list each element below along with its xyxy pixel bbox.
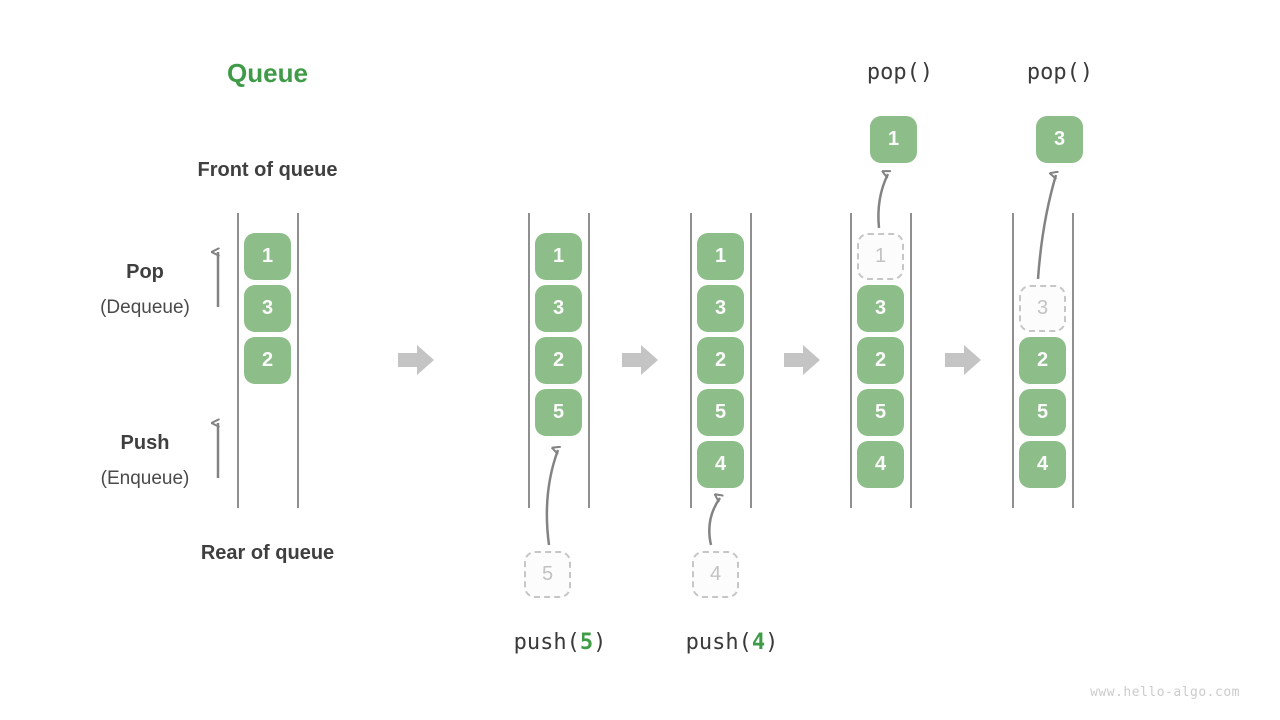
queue-item: 5 bbox=[1019, 389, 1066, 436]
queue-item: 1 bbox=[244, 233, 291, 280]
push-call-label-5: push(5) bbox=[500, 630, 620, 655]
queue-rail bbox=[750, 213, 752, 508]
queue-rail bbox=[910, 213, 912, 508]
queue-item: 2 bbox=[244, 337, 291, 384]
pop-label: Pop bbox=[126, 261, 164, 283]
queue-item: 4 bbox=[857, 441, 904, 488]
queue-item: 2 bbox=[697, 337, 744, 384]
page-title: Queue bbox=[227, 58, 308, 88]
queue-rail bbox=[588, 213, 590, 508]
queue-rail bbox=[237, 213, 239, 508]
push-fn-text: push( bbox=[685, 630, 752, 655]
queue-item: 1 bbox=[535, 233, 582, 280]
queue-item: 3 bbox=[697, 285, 744, 332]
queue-item: 1 bbox=[697, 233, 744, 280]
watermark: www.hello-algo.com bbox=[1090, 685, 1240, 700]
queue-state-1: 1 3 2 bbox=[237, 213, 299, 508]
flow-arrow-icon bbox=[945, 345, 981, 375]
pending-push-item-5: 5 bbox=[524, 551, 571, 598]
queue-state-3: 1 3 2 5 4 bbox=[690, 213, 752, 508]
queue-rail bbox=[850, 213, 852, 508]
queue-rail bbox=[297, 213, 299, 508]
front-of-queue-label: Front of queue bbox=[197, 159, 338, 181]
queue-item: 5 bbox=[857, 389, 904, 436]
push-close-text: ) bbox=[765, 630, 779, 655]
pop-call-label-1: pop() bbox=[866, 60, 934, 85]
queue-item: 2 bbox=[535, 337, 582, 384]
dequeue-label: (Dequeue) bbox=[100, 297, 190, 318]
push-call-label-4: push(4) bbox=[672, 630, 792, 655]
pop-call-label-2: pop() bbox=[1026, 60, 1094, 85]
push-arg-5: 5 bbox=[579, 630, 594, 655]
queue-rail bbox=[528, 213, 530, 508]
push-arg-4: 4 bbox=[751, 630, 766, 655]
queue-item-ghost: 3 bbox=[1019, 285, 1066, 332]
queue-rail bbox=[1012, 213, 1014, 508]
push-label: Push bbox=[120, 432, 170, 454]
queue-rail bbox=[1072, 213, 1074, 508]
queue-item: 5 bbox=[535, 389, 582, 436]
queue-item: 2 bbox=[857, 337, 904, 384]
queue-item: 4 bbox=[697, 441, 744, 488]
queue-item: 3 bbox=[535, 285, 582, 332]
push-close-text: ) bbox=[593, 630, 607, 655]
rear-of-queue-label: Rear of queue bbox=[200, 542, 335, 564]
pending-push-item-4: 4 bbox=[692, 551, 739, 598]
enqueue-label: (Enqueue) bbox=[100, 468, 190, 489]
queue-item: 2 bbox=[1019, 337, 1066, 384]
push-fn-text: push( bbox=[513, 630, 580, 655]
flow-arrow-icon bbox=[784, 345, 820, 375]
queue-rail bbox=[690, 213, 692, 508]
queue-state-4: 1 3 2 5 4 bbox=[850, 213, 912, 508]
queue-item-ghost: 1 bbox=[857, 233, 904, 280]
popped-item-1: 1 bbox=[870, 116, 917, 163]
flow-arrow-icon bbox=[622, 345, 658, 375]
queue-state-5: 3 2 5 4 bbox=[1012, 213, 1074, 508]
queue-state-2: 1 3 2 5 bbox=[528, 213, 590, 508]
popped-item-3: 3 bbox=[1036, 116, 1083, 163]
queue-item: 3 bbox=[244, 285, 291, 332]
queue-item: 5 bbox=[697, 389, 744, 436]
queue-item: 3 bbox=[857, 285, 904, 332]
queue-item: 4 bbox=[1019, 441, 1066, 488]
flow-arrow-icon bbox=[398, 345, 434, 375]
